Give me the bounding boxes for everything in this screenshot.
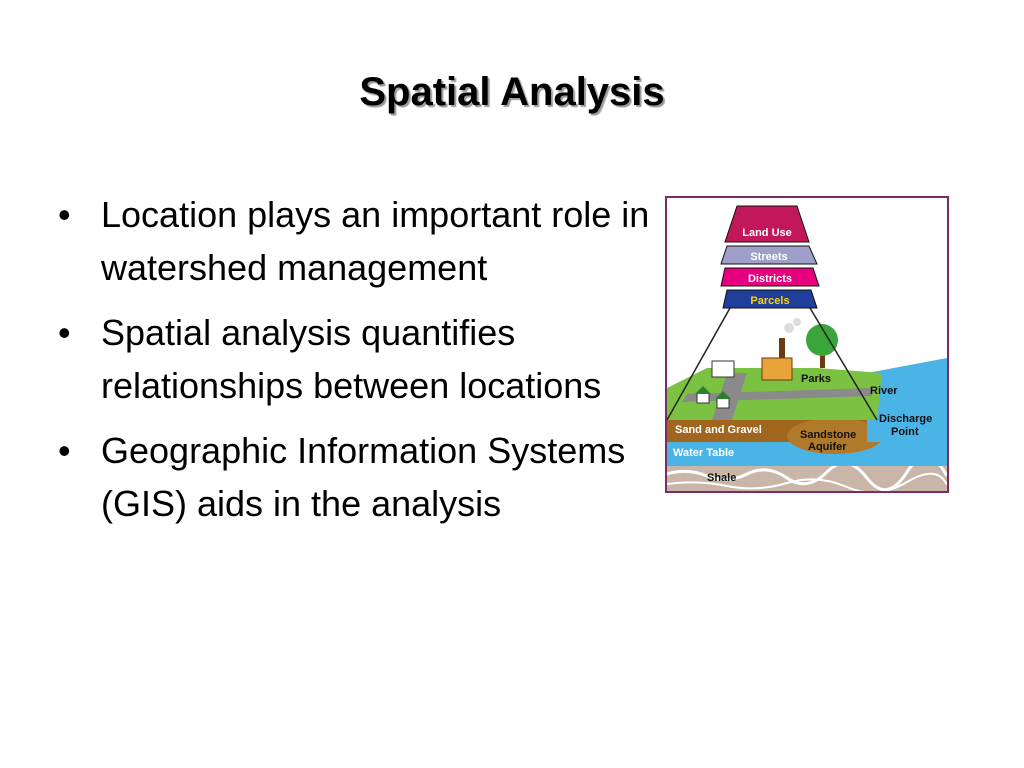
shale-crack	[667, 472, 947, 491]
smoke	[793, 318, 801, 326]
parcels-layer	[722, 289, 818, 309]
sand-gravel-label: Sand and Gravel	[675, 424, 762, 436]
bullet-marker: •	[58, 194, 71, 235]
bullet-marker: •	[58, 312, 71, 353]
house-roof	[695, 386, 711, 394]
districts-label: Districts	[748, 273, 792, 285]
sandstone-label: Sandstone	[800, 429, 856, 441]
bullet-text: Geographic Information Systems (GIS) aid…	[101, 430, 626, 524]
house-icon	[696, 392, 710, 404]
aquifer-label: Aquifer	[808, 441, 847, 453]
streets-label: Streets	[750, 251, 787, 263]
factory-icon	[761, 357, 793, 381]
sandstone-aquifer	[787, 418, 883, 454]
tree-trunk	[820, 348, 825, 368]
gis-layers-illustration: Land Use Streets Districts Parcels Parks…	[665, 196, 949, 493]
projection-line	[667, 307, 731, 421]
slide-title: Spatial Analysis	[359, 70, 665, 114]
house-roof	[715, 391, 731, 399]
parks-label: Parks	[801, 373, 831, 385]
districts-layer	[720, 267, 820, 287]
bullet-text: Spatial analysis quantifies relationship…	[101, 312, 602, 406]
bullet-list: • Location plays an important role in wa…	[58, 188, 658, 542]
river-label: River	[870, 385, 898, 397]
bullet-item: • Spatial analysis quantifies relationsh…	[58, 306, 658, 412]
building-icon	[711, 360, 735, 378]
chimney	[779, 338, 785, 358]
river-area	[867, 358, 947, 442]
shale-crack	[667, 455, 947, 491]
bullet-item: • Geographic Information Systems (GIS) a…	[58, 424, 658, 530]
gis-layers-svg: Land Use Streets Districts Parcels Parks…	[667, 205, 947, 491]
parcels-label: Parcels	[750, 295, 789, 307]
water-table-label: Water Table	[673, 447, 734, 459]
land-use-layer	[724, 205, 810, 243]
shale-label: Shale	[707, 472, 736, 484]
house-icon	[716, 397, 730, 409]
land-use-label: Land Use	[742, 227, 792, 239]
smoke	[784, 323, 794, 333]
bullet-item: • Location plays an important role in wa…	[58, 188, 658, 294]
tree-icon	[806, 324, 838, 356]
bullet-marker: •	[58, 430, 71, 471]
projection-line	[809, 307, 878, 421]
discharge-label: Discharge	[879, 413, 932, 425]
streets-layer	[720, 245, 818, 265]
bullet-text: Location plays an important role in wate…	[101, 194, 650, 288]
discharge-label: Point	[891, 426, 919, 438]
